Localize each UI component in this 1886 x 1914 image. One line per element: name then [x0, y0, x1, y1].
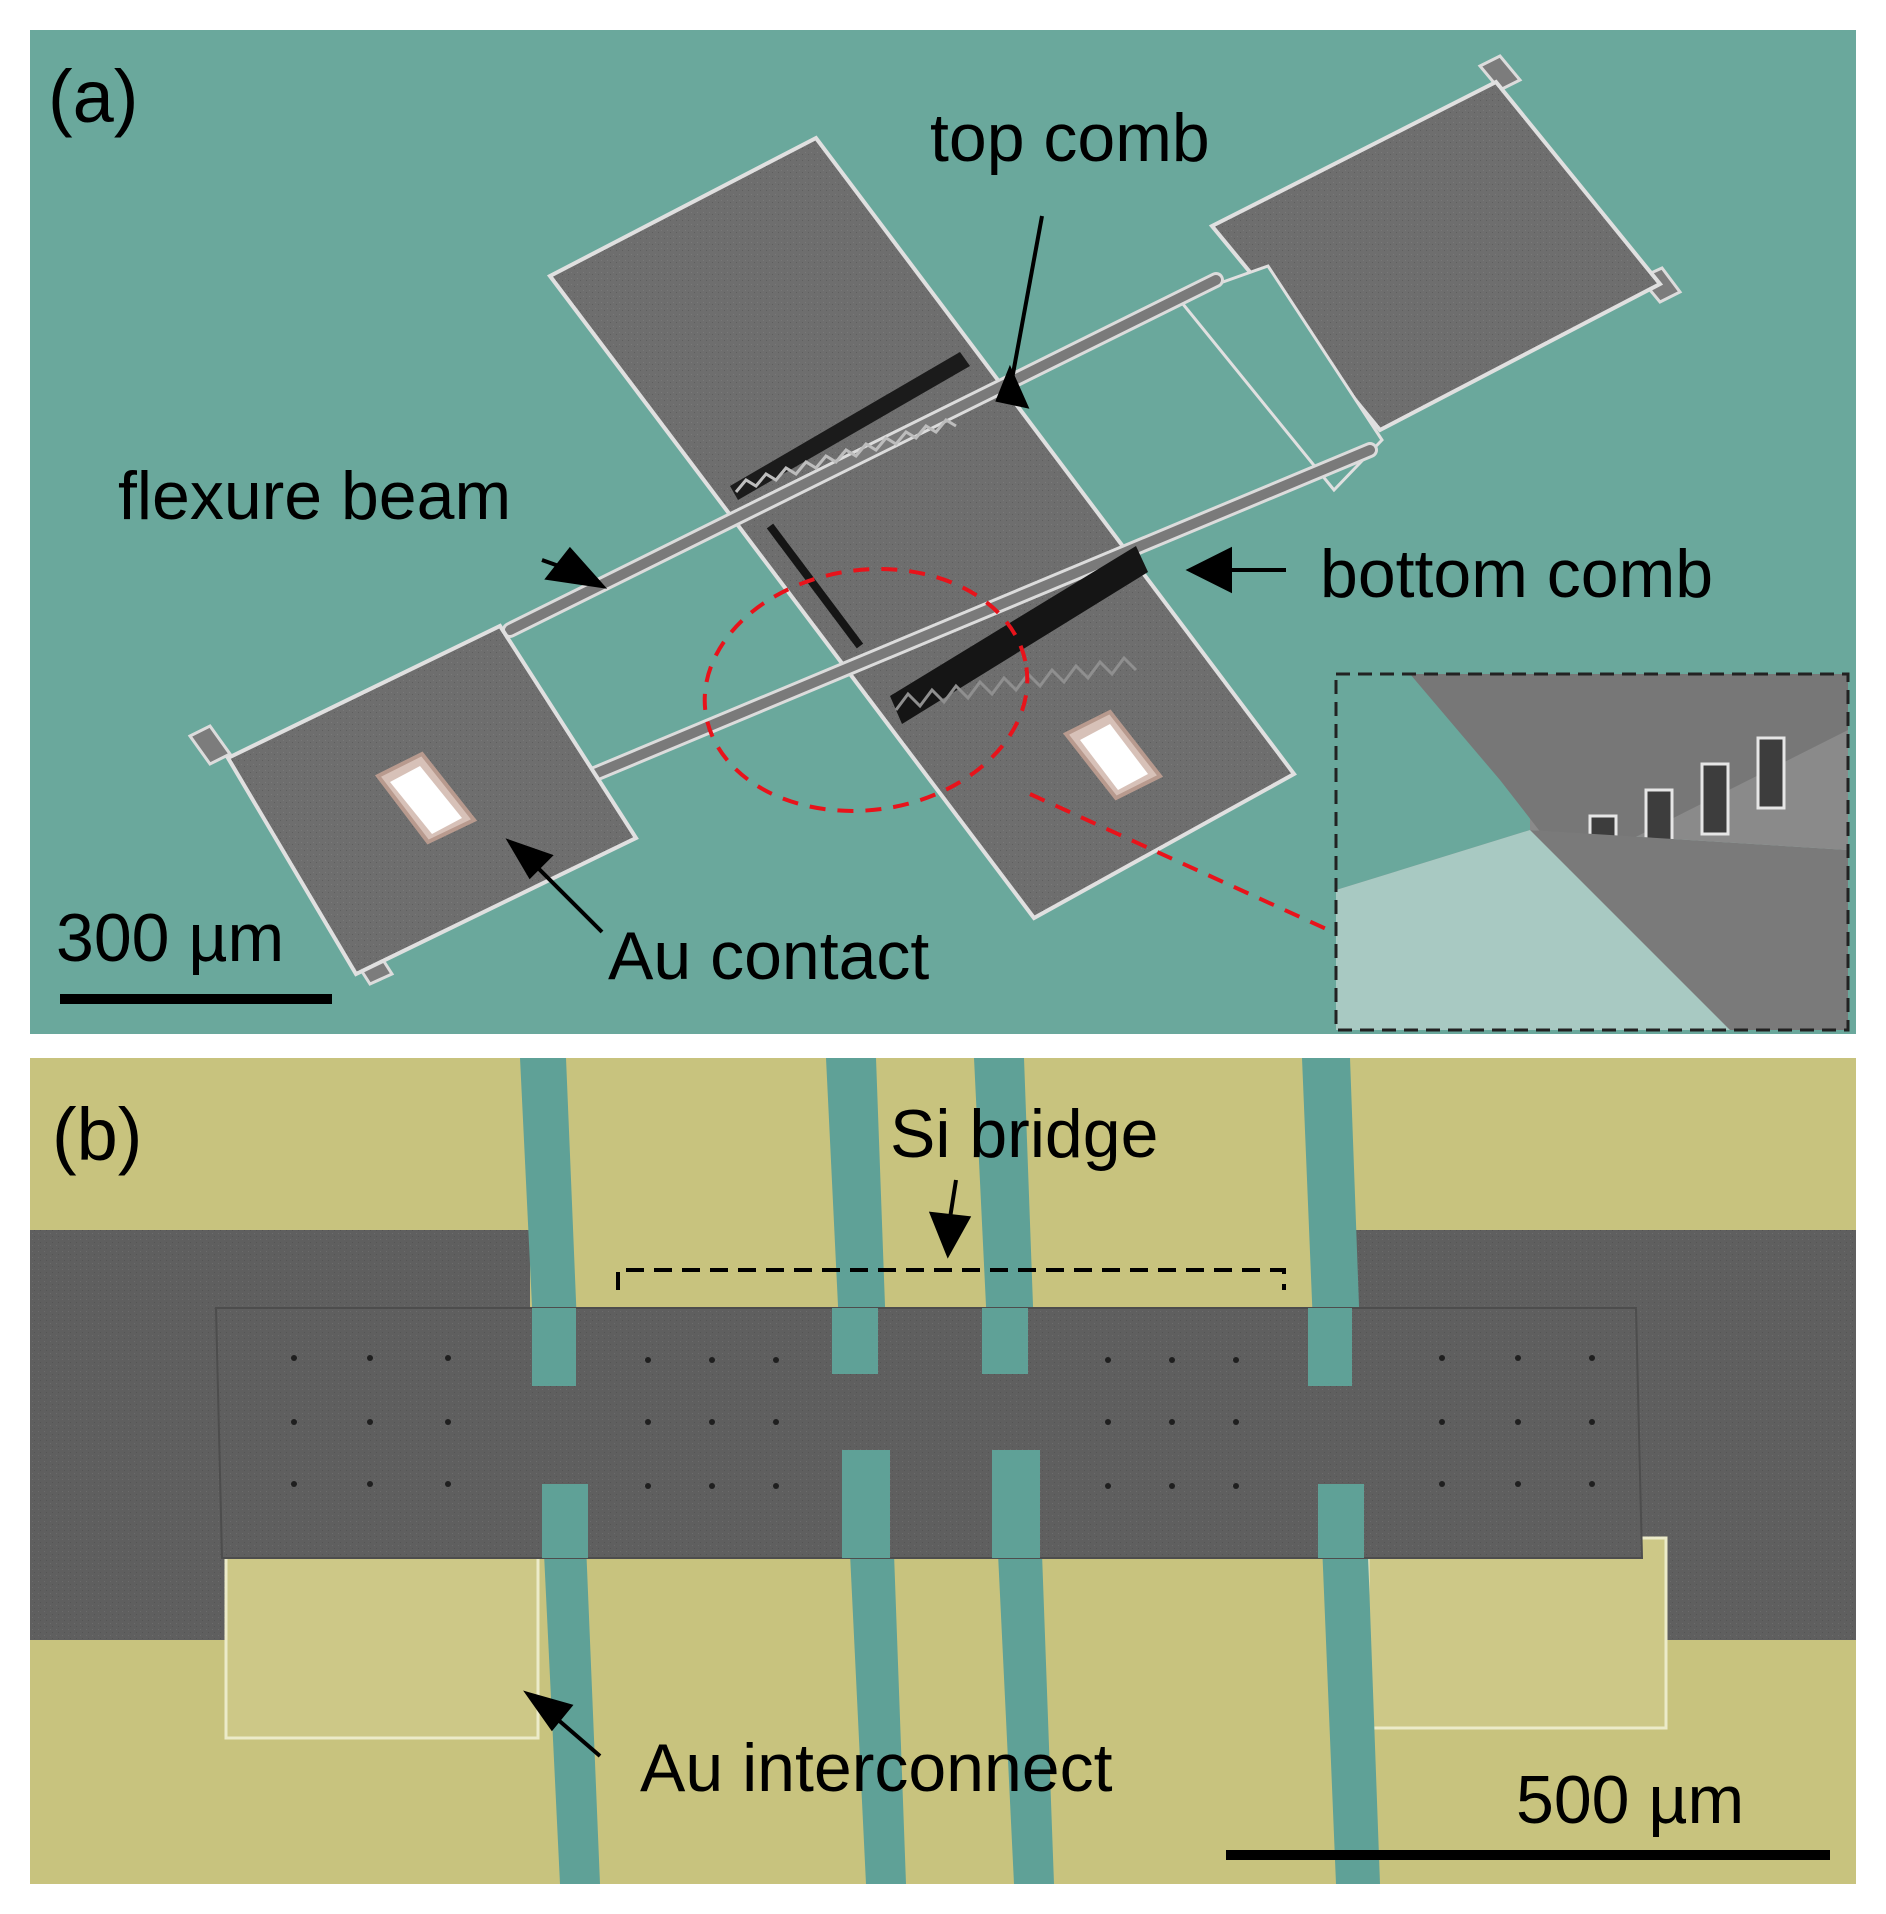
si-bridge-body — [214, 1307, 1644, 1559]
au-contact-pads — [374, 709, 1164, 845]
scale-bar-a-line — [60, 994, 332, 1004]
label-si-bridge: Si bridge — [890, 1096, 1159, 1172]
panel-a-sem-image — [60, 54, 1850, 1032]
etch-holes — [291, 1355, 1595, 1489]
panel-a-arrows — [505, 215, 1286, 934]
top-comb-fingers — [730, 352, 970, 500]
highlight-arrow — [1029, 792, 1391, 960]
bottom-comb-fingers — [890, 546, 1148, 724]
si-bridge-bracket — [616, 1268, 1286, 1290]
right-gold-pad — [1366, 1536, 1668, 1730]
scale-bar-b-line — [1226, 1850, 1830, 1860]
label-top-comb: top comb — [930, 100, 1210, 176]
label-au-interconnect: Au interconnect — [640, 1730, 1113, 1806]
scale-bar-b-label: 500 µm — [1516, 1762, 1745, 1838]
panel-b-arrows — [523, 1179, 972, 1758]
panel-b: (b) Si bridge Au interconnect 500 µm — [30, 1058, 1856, 1884]
panel-b-sem-image — [30, 1058, 1856, 1884]
panel-a-letter: (a) — [48, 55, 139, 138]
label-flexure-beam: flexure beam — [118, 458, 512, 534]
label-bottom-comb: bottom comb — [1320, 536, 1714, 612]
left-gold-pad — [224, 1536, 540, 1740]
panel-a: (a) top comb flexure beam bottom comb Au… — [30, 30, 1856, 1034]
panel-b-letter: (b) — [52, 1093, 143, 1176]
highlight-circle — [702, 567, 1030, 813]
inset-zoom — [1334, 672, 1850, 1032]
label-au-contact: Au contact — [608, 918, 930, 994]
scale-bar-a-label: 300 µm — [56, 900, 285, 976]
